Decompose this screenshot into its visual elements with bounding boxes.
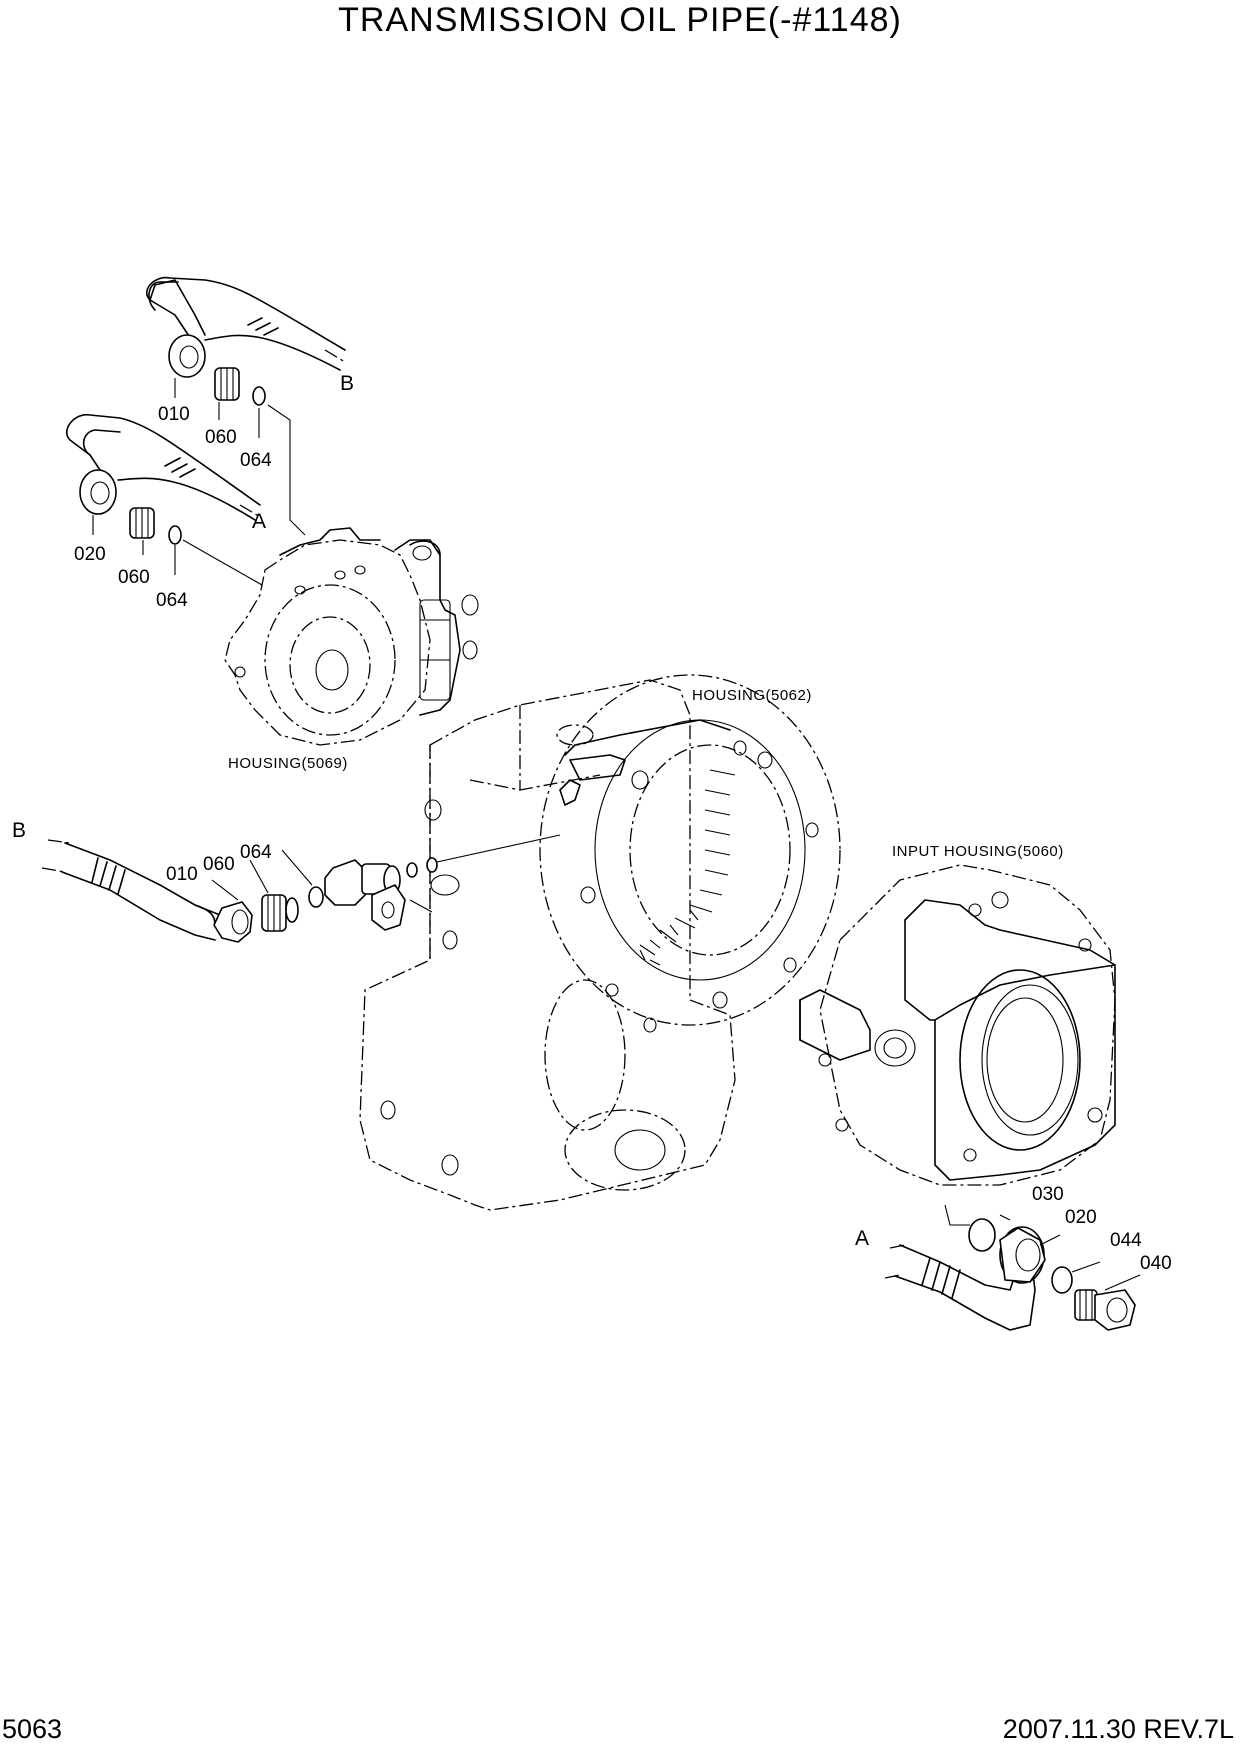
gasket-044-bottom[interactable] (1051, 1266, 1073, 1294)
pipe-020-top[interactable] (66, 414, 263, 521)
bushing-020-bottom[interactable] (999, 1226, 1046, 1284)
washer-banjo-2[interactable] (426, 857, 438, 873)
callout-060-second: 060 (118, 567, 150, 588)
input-housing-5060-label: INPUT HOUSING(5060) (892, 843, 1064, 860)
banjo-fitting[interactable] (324, 859, 406, 931)
end-label-a-top: A (252, 510, 266, 533)
main-transmission-housing (359, 679, 736, 1211)
end-label-b-left: B (12, 819, 26, 842)
callout-030-bottom: 030 (1032, 1184, 1064, 1205)
nut-010-left[interactable] (213, 901, 253, 943)
callout-010-top: 010 (158, 404, 190, 425)
page-title: TRANSMISSION OIL PIPE(-#1148) (338, 1, 902, 39)
callout-010-left: 010 (166, 864, 198, 885)
callout-060-top: 060 (205, 427, 237, 448)
oring-064-second[interactable] (168, 525, 182, 545)
callout-040-bottom: 040 (1140, 1253, 1172, 1274)
revision-date: 2007.11.30 REV.7L (1002, 1714, 1234, 1744)
housing-5062-ring-gear[interactable] (539, 674, 841, 1033)
oring-064-top[interactable] (252, 386, 266, 406)
washer-banjo-1[interactable] (406, 862, 418, 878)
oring-030-bottom[interactable] (968, 1218, 996, 1252)
oring-064-left[interactable] (308, 886, 324, 908)
housing-5069-label: HOUSING(5069) (228, 755, 348, 772)
fitting-060-second[interactable] (129, 507, 155, 539)
callout-044-bottom: 044 (1110, 1230, 1142, 1251)
plug-040-bottom[interactable] (1074, 1289, 1136, 1331)
pipe-010-top[interactable] (146, 276, 346, 371)
callout-020-top: 020 (74, 544, 106, 565)
callout-020-bottom: 020 (1065, 1207, 1097, 1228)
callout-064-second: 064 (156, 590, 188, 611)
end-label-a-bottom: A (855, 1227, 869, 1250)
callout-060-left: 060 (203, 854, 235, 875)
housing-5062-label: HOUSING(5062) (692, 687, 812, 704)
nut-010-top[interactable] (168, 334, 206, 378)
page-number: 5063 (2, 1714, 63, 1744)
callout-064-left: 064 (240, 842, 272, 863)
end-label-b-top: B (340, 372, 354, 395)
housing-5069[interactable] (224, 527, 479, 746)
callout-064-top: 064 (240, 450, 272, 471)
fitting-060-top[interactable] (214, 367, 240, 401)
input-housing-5060[interactable] (799, 864, 1116, 1186)
pipe-010-left[interactable] (41, 839, 221, 941)
fitting-060-left[interactable] (261, 894, 299, 932)
nut-020-top[interactable] (79, 469, 117, 515)
